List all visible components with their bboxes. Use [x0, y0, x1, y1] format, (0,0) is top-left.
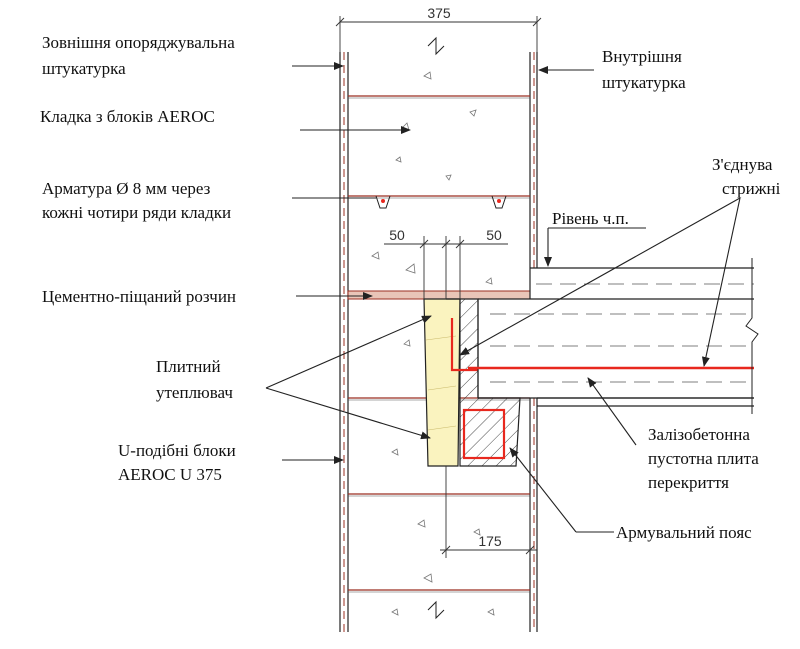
label-slab-1: Залізобетонна [648, 425, 750, 444]
label-insulation-1: Плитний [156, 357, 221, 376]
rebar-left [381, 199, 385, 203]
label-rebar-2: кожні чотири ряди кладки [42, 203, 231, 222]
wall [339, 36, 538, 632]
break-line-top [427, 36, 445, 56]
rebar-groove-left [375, 195, 391, 209]
break-line-bottom [427, 600, 445, 620]
aerated-texture [371, 71, 495, 616]
dimension-50-left: 50 [389, 227, 405, 243]
label-masonry: Кладка з блоків AEROC [40, 107, 215, 126]
dimension-insulation [384, 236, 508, 299]
dimension-375: 375 [427, 5, 451, 21]
label-slab-3: перекриття [648, 473, 729, 492]
label-u-blocks-2: AEROC U 375 [118, 465, 222, 484]
label-connecting-rods-1: З'єднува [712, 155, 773, 174]
label-u-blocks-1: U-подібні блоки [118, 441, 236, 460]
label-connecting-rods-2: стрижні [722, 179, 781, 198]
label-interior-plaster-2: штукатурка [602, 73, 686, 92]
bent-connecting-rod [450, 318, 478, 372]
label-interior-plaster-1: Внутрішня [602, 47, 682, 66]
rebar-right [497, 199, 501, 203]
mortar-bed [347, 290, 531, 300]
dimension-belt [440, 466, 537, 558]
dimension-175: 175 [478, 533, 502, 549]
label-exterior-plaster-2: штукатурка [42, 59, 126, 78]
label-insulation-2: утеплювач [156, 383, 233, 402]
label-mortar: Цементно-піщаний розчин [42, 287, 236, 306]
dimension-wall-width [335, 16, 542, 52]
belt-reinforcement-cage [462, 408, 506, 460]
slab-break-line [745, 258, 759, 414]
label-exterior-plaster-1: Зовнішня опоряджувальна [42, 33, 235, 52]
label-rebar-1: Арматура Ø 8 мм через [42, 179, 211, 198]
label-floor-level: Рівень ч.п. [552, 209, 629, 228]
insulation-board [423, 298, 461, 467]
label-reinforcing-belt: Армувальний пояс [616, 523, 752, 542]
label-slab-2: пустотна плита [648, 449, 759, 468]
rebar-groove-right [491, 195, 507, 209]
dimension-50-right: 50 [486, 227, 502, 243]
leader-lines [265, 62, 741, 533]
